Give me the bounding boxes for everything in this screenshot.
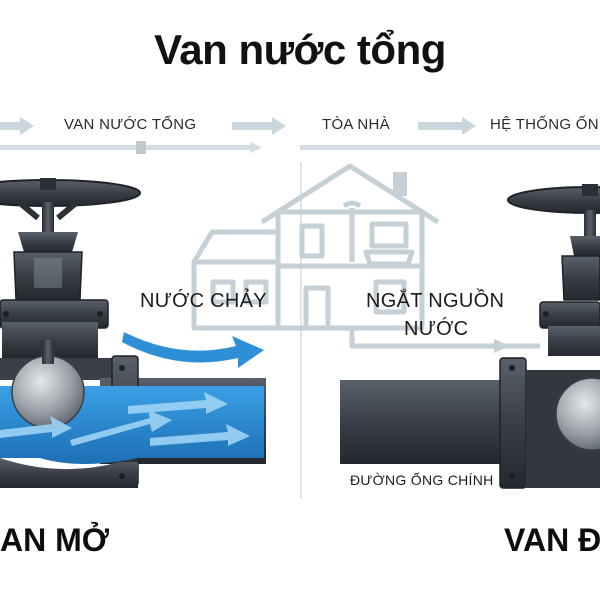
state-closed-label: VAN Đ <box>504 522 600 558</box>
flow-label-main-valve: VAN NƯỚC TỔNG <box>64 116 197 133</box>
return-arrow <box>494 339 510 353</box>
flow-arrow-big <box>122 332 264 368</box>
state-open-label: AN MỞ <box>0 522 110 558</box>
house-icon <box>191 163 540 349</box>
flow-label-pipe-system: HỆ THỐNG ỐN <box>490 116 599 133</box>
flow-line <box>0 141 600 154</box>
water-flow-label: NƯỚC CHẢY <box>140 290 267 312</box>
main-pipe-label: ĐƯỜNG ỐNG CHÍNH <box>350 472 494 488</box>
bolts <box>3 311 549 479</box>
closed-valve <box>340 184 600 489</box>
page-title: Van nước tổng <box>154 26 446 73</box>
flow-arrows <box>0 117 476 135</box>
open-valve <box>0 178 266 488</box>
cut-supply-label-2: NƯỚC <box>404 318 469 340</box>
cut-supply-label-1: NGẮT NGUỒN <box>366 290 505 312</box>
flow-label-building: TÒA NHÀ <box>322 116 390 133</box>
